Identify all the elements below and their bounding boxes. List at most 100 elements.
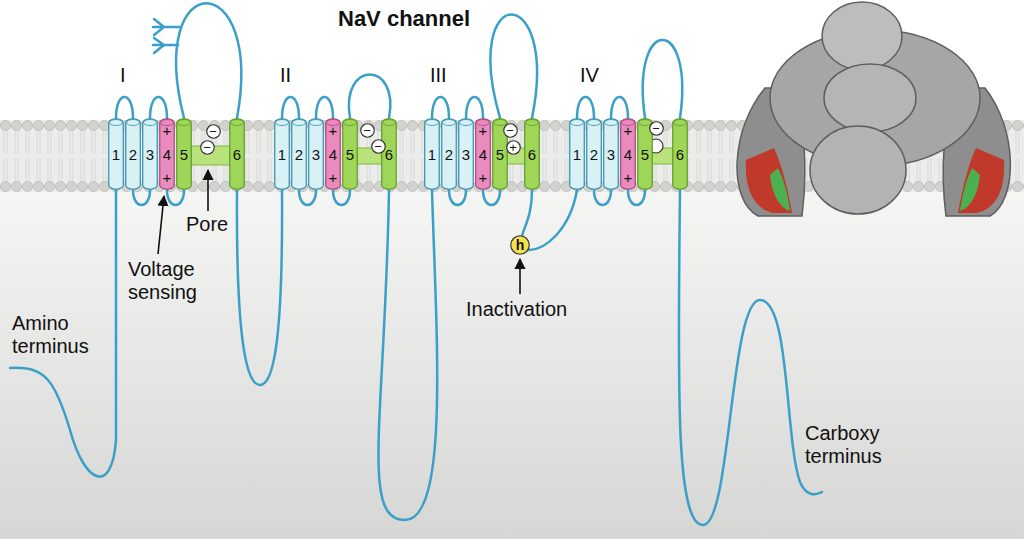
linker-loop <box>237 190 282 385</box>
particle-label: h <box>516 238 525 252</box>
pore-loop <box>349 75 390 119</box>
domain-numeral: III <box>430 64 447 87</box>
helix-cylinder <box>309 119 324 190</box>
polypeptide-chain <box>10 3 822 525</box>
terminus-label: Amino terminus <box>12 312 107 358</box>
helix-cylinder <box>425 119 440 190</box>
helix-top <box>605 120 618 126</box>
charge-circle-shape <box>503 123 517 137</box>
segment-label: 1 <box>278 147 286 162</box>
helix-top <box>494 120 507 126</box>
pore-label: Pore <box>186 213 228 236</box>
helix-cylinder <box>476 119 491 190</box>
linker-loop <box>378 190 437 520</box>
helix-cylinder <box>673 119 688 190</box>
segment-label: 1 <box>428 147 436 162</box>
charge-circle: − <box>206 124 221 139</box>
segment-label: 5 <box>346 147 354 162</box>
transmembrane-segment: +4+ <box>159 118 175 190</box>
model-middle <box>824 64 916 132</box>
helix-top <box>588 120 601 126</box>
charge-sign: − <box>363 124 371 137</box>
transmembrane-segment: 2 <box>125 118 141 190</box>
inactivation-label: Inactivation <box>466 298 567 321</box>
helix-cylinder <box>275 119 290 190</box>
linker-loop <box>529 190 577 250</box>
helix-cylinder <box>442 119 457 190</box>
helix-top <box>231 120 244 126</box>
helix-top <box>443 120 456 126</box>
helix-top <box>571 120 584 126</box>
charge-circle: − <box>503 123 518 138</box>
transmembrane-segment: 2 <box>441 118 457 190</box>
charge-circle: − <box>649 121 664 136</box>
channel-3d-model <box>737 2 1010 216</box>
charge-circle: + <box>506 140 521 155</box>
segment-label: 2 <box>129 147 137 162</box>
pore-loop <box>490 15 537 119</box>
loop <box>628 190 645 205</box>
helix-cylinder <box>382 119 397 190</box>
helix-cylinder <box>570 119 585 190</box>
loop <box>333 190 350 205</box>
segment-label: 4 <box>479 147 487 162</box>
segment-label: + <box>479 123 488 138</box>
segment-label: + <box>163 123 172 138</box>
segment-label: 2 <box>295 147 303 162</box>
helix-top <box>127 120 140 126</box>
transmembrane-segment: 5 <box>176 118 192 190</box>
loop <box>483 190 500 205</box>
charge-circle-shape <box>649 121 663 135</box>
segment-label: 1 <box>112 147 120 162</box>
diagram-title: NaV channel <box>338 6 470 32</box>
segment-label: 3 <box>146 147 154 162</box>
domain-numeral: II <box>280 64 291 87</box>
segment-label: 3 <box>312 147 320 162</box>
charge-sign: − <box>203 141 211 154</box>
charge-sign: − <box>374 140 382 153</box>
transmembrane-segment: 3 <box>603 118 619 190</box>
helix-top <box>526 120 539 126</box>
transmembrane-segment: +4+ <box>475 118 491 190</box>
helix-cylinder <box>230 119 245 190</box>
segment-label: 5 <box>180 147 188 162</box>
transmembrane-segment: 2 <box>586 118 602 190</box>
charge-circle-shape <box>371 139 385 153</box>
segment-label: 6 <box>233 147 241 162</box>
transmembrane-segment: 6 <box>229 118 245 190</box>
charge-circle-shape <box>360 123 374 137</box>
loop <box>611 97 628 118</box>
charge-sign: − <box>652 122 660 135</box>
transmembrane-segment: +4+ <box>325 118 341 190</box>
terminus-label: Carboxy terminus <box>805 422 915 468</box>
domain-numeral: I <box>120 64 126 87</box>
transmembrane-segment: 1 <box>569 118 585 190</box>
helix-cylinder <box>143 119 158 190</box>
helix-top <box>144 120 157 126</box>
transmembrane-segment: 6 <box>672 118 688 190</box>
charge-sign: − <box>506 124 514 137</box>
segment-label: 6 <box>385 147 393 162</box>
charge-circle: − <box>371 139 386 154</box>
model-top <box>822 2 902 70</box>
segment-label: 6 <box>676 147 684 162</box>
segment-label: 6 <box>528 147 536 162</box>
segment-label: 2 <box>590 147 598 162</box>
particle-circle <box>511 236 530 255</box>
amino-tail <box>10 190 116 477</box>
helix-cylinder <box>177 119 192 190</box>
helix-cylinder <box>621 119 636 190</box>
transmembrane-segment: +4+ <box>620 118 636 190</box>
helix-top <box>293 120 306 126</box>
helix-cylinder <box>160 119 175 190</box>
loop <box>466 97 483 118</box>
helix-top <box>383 120 396 126</box>
loop <box>432 97 449 118</box>
transmembrane-segment: 3 <box>458 118 474 190</box>
helix-top <box>460 120 473 126</box>
leader-arrow <box>158 196 164 254</box>
helix-cylinder <box>525 119 540 190</box>
helix-cylinder <box>459 119 474 190</box>
glycosylation-fork <box>153 19 179 35</box>
model-red-part <box>746 148 792 213</box>
